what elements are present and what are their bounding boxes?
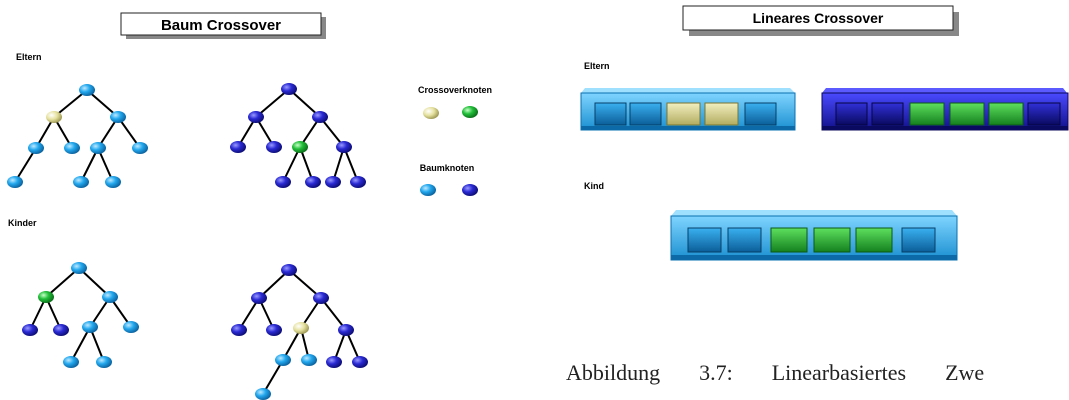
tree-node <box>82 321 98 333</box>
legend: Crossoverknoten Baumknoten <box>418 85 492 196</box>
child-tree-2-nodes <box>231 264 368 400</box>
tree-node <box>22 324 38 336</box>
gene-cell <box>687 227 722 253</box>
gene-cell <box>727 227 762 253</box>
tree-node <box>7 176 23 188</box>
tree-node <box>350 176 366 188</box>
crossover-node <box>38 291 54 303</box>
gene-cell <box>901 227 936 253</box>
tree-node <box>352 356 368 368</box>
linear-panel-title-box: Lineares Crossover <box>682 5 959 36</box>
label-linear-parents: Eltern <box>584 61 610 71</box>
tree-node <box>63 356 79 368</box>
tree-panel-title-box: Baum Crossover <box>120 12 326 39</box>
parent-tree-1 <box>14 89 141 183</box>
label-linear-child: Kind <box>584 181 604 191</box>
parent-tree-2-nodes <box>230 83 366 188</box>
parent-tree-1-nodes <box>7 84 148 188</box>
gene-cell <box>594 102 627 126</box>
tree-node <box>312 111 328 123</box>
tree-node <box>275 354 291 366</box>
tree-node <box>301 354 317 366</box>
tree-node <box>266 324 282 336</box>
gene-cell-crossover <box>666 102 701 126</box>
tree-node <box>255 388 271 400</box>
gene-cell-crossover <box>813 227 851 253</box>
tree-node <box>73 176 89 188</box>
tree-node <box>64 142 80 154</box>
child-tree-1-nodes <box>22 262 139 368</box>
legend-crossover-yellow-node <box>423 107 439 119</box>
tree-node <box>132 142 148 154</box>
gene-cell <box>629 102 662 126</box>
tree-node <box>79 84 95 96</box>
tree-node <box>336 141 352 153</box>
label-tree-parents: Eltern <box>16 52 42 62</box>
tree-node <box>251 292 267 304</box>
gene-cell-crossover <box>988 102 1024 126</box>
tree-node <box>266 141 282 153</box>
linear-panel-title: Lineares Crossover <box>753 10 884 26</box>
legend-crossover-title: Crossoverknoten <box>418 85 492 95</box>
tree-node <box>230 141 246 153</box>
linear-child <box>670 210 958 261</box>
tree-node <box>96 356 112 368</box>
tree-node <box>326 356 342 368</box>
gene-cell-crossover <box>855 227 893 253</box>
crossover-node <box>293 322 309 334</box>
tree-node <box>231 324 247 336</box>
gene-cell-crossover <box>704 102 739 126</box>
tree-node <box>281 83 297 95</box>
tree-node <box>90 142 106 154</box>
tree-node <box>28 142 44 154</box>
gene-cell-crossover <box>949 102 985 126</box>
legend-tree-light-node <box>420 184 436 196</box>
gene-cell-crossover <box>909 102 945 126</box>
gene-cell-crossover <box>770 227 808 253</box>
legend-tree-dark-node <box>462 184 478 196</box>
label-tree-children: Kinder <box>8 218 37 228</box>
parent-tree-2 <box>237 88 359 183</box>
gene-cell <box>835 102 868 126</box>
tree-node <box>123 321 139 333</box>
gene-cell <box>744 102 777 126</box>
tree-node <box>71 262 87 274</box>
tree-node <box>275 176 291 188</box>
tree-node <box>338 324 354 336</box>
gene-cell <box>1027 102 1061 126</box>
tree-node <box>110 111 126 123</box>
crossover-node <box>46 111 62 123</box>
linear-parent-2 <box>821 88 1069 131</box>
tree-node <box>313 292 329 304</box>
tree-node <box>102 291 118 303</box>
tree-node <box>53 324 69 336</box>
gene-cell <box>871 102 904 126</box>
legend-crossover-green-node <box>462 106 478 118</box>
tree-node <box>305 176 321 188</box>
tree-panel-title: Baum Crossover <box>161 17 281 34</box>
tree-node <box>248 111 264 123</box>
tree-node <box>105 176 121 188</box>
crossover-node <box>292 141 308 153</box>
tree-node <box>325 176 341 188</box>
figure-caption: Abbildung 3.7: Linearbasiertes Zwe <box>566 360 985 385</box>
linear-parent-1 <box>580 88 796 131</box>
tree-node <box>281 264 297 276</box>
legend-tree-title: Baumknoten <box>420 163 475 173</box>
child-tree-1 <box>29 267 132 363</box>
